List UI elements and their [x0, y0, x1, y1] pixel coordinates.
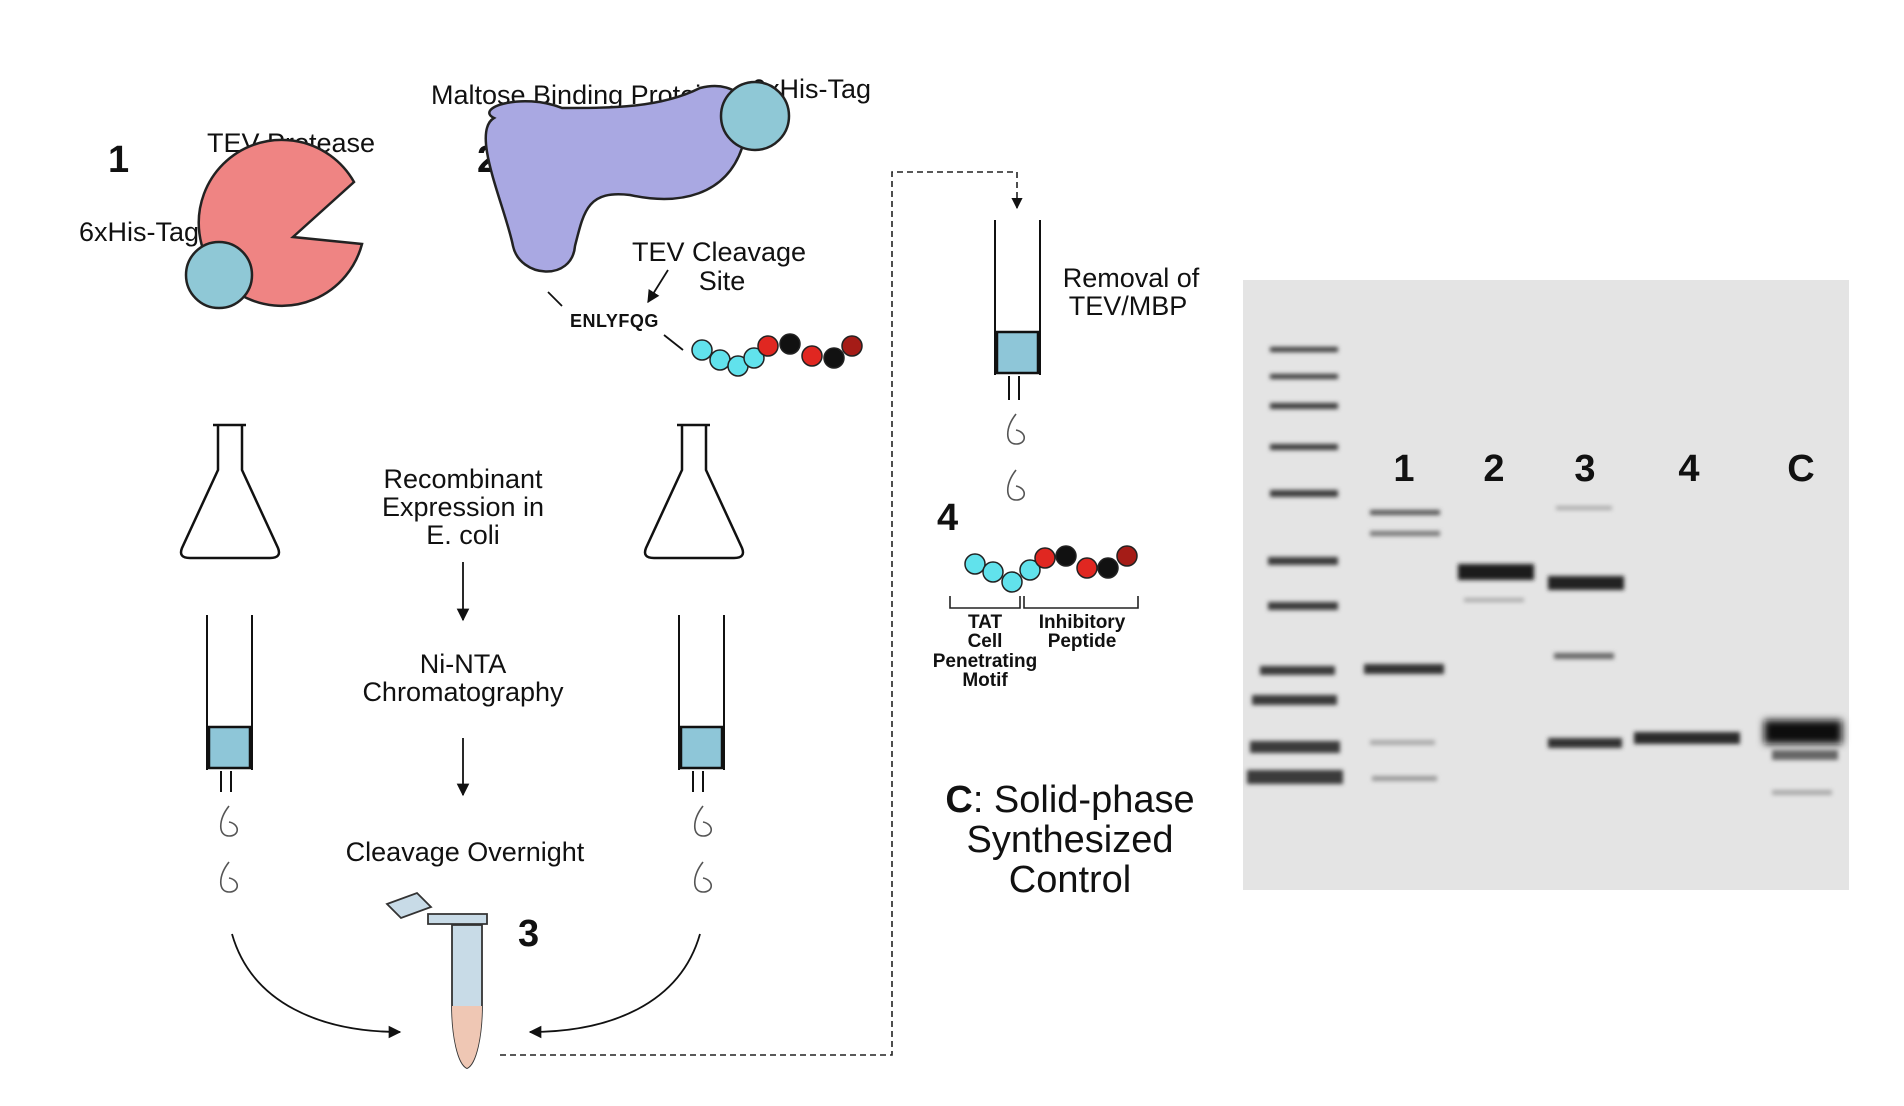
sds-page-gel: 1 2 3 4 C	[1243, 280, 1849, 890]
gel-lane-label-2: 2	[1483, 448, 1504, 490]
removal-text-1: Removal of	[1063, 263, 1200, 293]
step-1-number: 1	[108, 139, 129, 181]
removal-column-icon	[994, 220, 1041, 400]
gel-background	[1243, 280, 1849, 890]
expression-text-1: Recombinant	[383, 464, 543, 494]
gel-lane-label-3: 3	[1574, 448, 1595, 490]
his-tag-label-tev: 6xHis-Tag	[79, 217, 199, 247]
linker-line-right	[663, 334, 684, 351]
peptide-region-brackets	[949, 596, 1139, 609]
gel-lane-label-4: 4	[1678, 448, 1699, 490]
expression-text-3: E. coli	[426, 520, 500, 550]
step-4-number: 4	[937, 497, 958, 539]
arrow-right-to-tube	[528, 933, 701, 1039]
tev-cleavage-site-label-2: Site	[699, 266, 746, 296]
dashed-transfer-path	[500, 171, 1017, 1056]
gel-lane-label-c: C	[1787, 448, 1814, 490]
linker-line-left	[547, 291, 563, 307]
cleavage-sequence: ENLYFQG	[570, 311, 659, 331]
final-peptide-chain	[964, 545, 1138, 593]
tat-label-2: Cell	[968, 631, 1003, 652]
mbp-protein-icon	[484, 84, 751, 273]
droplets-right-icon	[693, 805, 713, 893]
control-letter: C	[945, 779, 972, 821]
arrow-left-to-tube	[231, 933, 402, 1039]
control-caption-line-3: Control	[1009, 859, 1132, 901]
tat-label-3: Penetrating	[933, 651, 1038, 672]
expression-text-2: Expression in	[382, 492, 544, 522]
flask-left-icon	[179, 423, 281, 560]
lane-1-bands	[1364, 510, 1444, 781]
gel-lane-label-1: 1	[1393, 448, 1414, 490]
inhibitory-label-1: Inhibitory	[1039, 612, 1126, 633]
droplets-left-icon	[219, 805, 239, 893]
cleavage-overnight-text: Cleavage Overnight	[346, 837, 585, 867]
tev-cleavage-site-label-1: TEV Cleavage	[632, 237, 806, 267]
cleavage-site-arrow	[647, 269, 669, 304]
tat-label-4: Motif	[962, 670, 1008, 691]
removal-text-2: TEV/MBP	[1069, 291, 1188, 321]
control-caption-line-2: Synthesized	[966, 819, 1173, 861]
chromatography-text-1: Ni-NTA	[420, 649, 506, 679]
lane-3-bands	[1548, 506, 1624, 748]
tat-label-1: TAT	[968, 612, 1003, 633]
fusion-peptide-chain	[691, 333, 863, 377]
lane-2-bands	[1458, 564, 1534, 602]
ladder-bands	[1247, 347, 1343, 784]
chromatography-text-2: Chromatography	[362, 677, 564, 707]
inhibitory-label-2: Peptide	[1048, 631, 1117, 652]
flask-right-icon	[643, 423, 745, 560]
column-left-icon	[206, 615, 253, 792]
column-right-icon	[678, 615, 725, 792]
control-caption-rest: : Solid-phase	[973, 779, 1195, 821]
step-3-number: 3	[518, 913, 539, 955]
droplets-removal-icon	[1006, 413, 1026, 501]
his-tag-circle-mbp	[719, 80, 791, 152]
lane-c-bands	[1764, 720, 1842, 795]
his-tag-circle-tev	[184, 240, 254, 310]
microcentrifuge-tube-icon	[385, 891, 488, 1069]
lane-4-bands	[1634, 732, 1740, 744]
control-caption-line-1: C: Solid-phase	[945, 779, 1194, 821]
